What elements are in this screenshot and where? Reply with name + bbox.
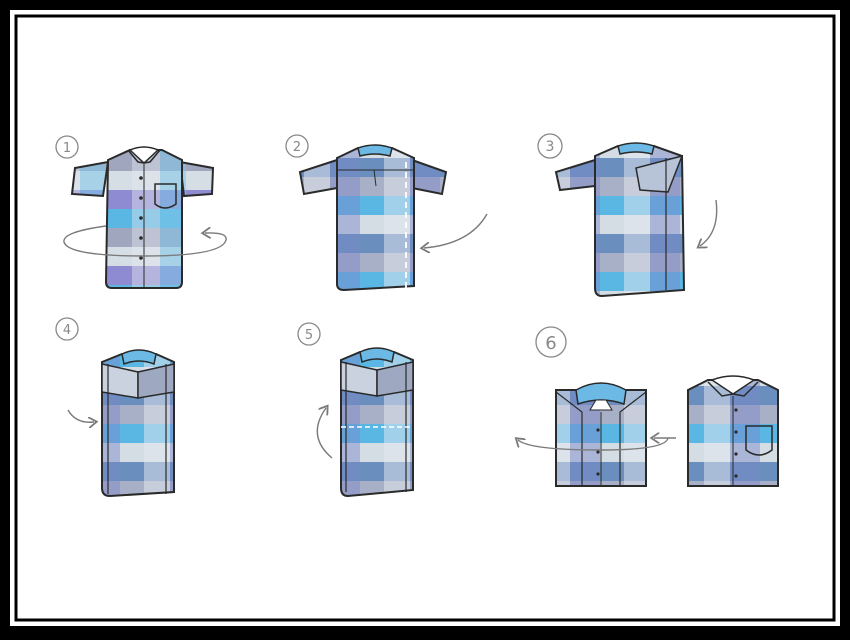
step-number-label: 3: [546, 139, 555, 155]
step-2: 2: [285, 134, 488, 292]
circled-number-icon: [537, 133, 563, 159]
fold-arrow-icon: [700, 199, 718, 246]
shirt-both-sides-folded-icon: [101, 349, 175, 498]
step-1: 1: [55, 135, 227, 289]
fold-arrow-icon: [67, 409, 94, 422]
step-4: 4: [55, 317, 175, 498]
step-number-label: 1: [63, 141, 71, 156]
shirt-back-icon: [298, 144, 448, 292]
circled-number-icon: [55, 135, 79, 159]
step-2-number: 2: [285, 134, 309, 158]
rotate-arrow-icon: [63, 225, 227, 257]
step-number-label: 6: [545, 333, 556, 354]
flip-arrow-icon: [518, 438, 669, 451]
step-number-label: 4: [63, 323, 71, 338]
step-6-number: 6: [535, 326, 567, 358]
inner-border: [14, 14, 836, 622]
folded-shirt-front-icon: [687, 375, 779, 487]
step-5-number: 5: [297, 322, 321, 346]
shirt-strip-icon: [340, 347, 414, 498]
fold-up-arrow-icon: [316, 408, 333, 459]
step-3-number: 3: [537, 133, 563, 159]
shirt-front-icon: [70, 146, 215, 289]
step-number-label: 2: [293, 140, 301, 155]
step-1-number: 1: [55, 135, 79, 159]
shirt-half-folded-icon: [554, 142, 686, 298]
circled-number-icon: [535, 326, 567, 358]
step-number-label: 5: [305, 328, 313, 343]
step-3: 3: [537, 133, 718, 298]
circled-number-icon: [297, 322, 321, 346]
step-4-number: 4: [55, 317, 79, 341]
folded-shirt-back-icon: [555, 382, 647, 487]
step-6: 6: [518, 326, 779, 487]
step-5: 5: [297, 322, 414, 498]
circled-number-icon: [55, 317, 79, 341]
circled-number-icon: [285, 134, 309, 158]
fold-arrow-icon: [424, 213, 488, 248]
